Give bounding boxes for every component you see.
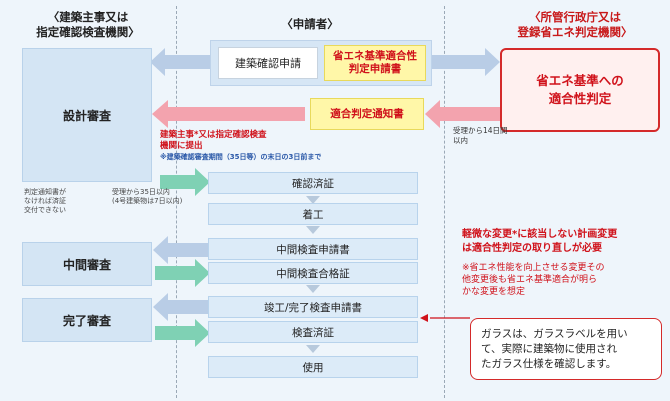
arrow-notice-to-left [152, 100, 305, 128]
divider-left [176, 6, 177, 398]
deadline-note: ※建築確認審査期間（35日等）の末日の3日前まで [160, 153, 322, 161]
arrow-green-interim [155, 259, 210, 287]
judgment-box: 省エネ基準への 適合性判定 [500, 48, 660, 132]
step-interim-application: 中間検査申請書 [208, 238, 418, 260]
arrow-green-final [155, 319, 210, 347]
arrow-interim-to-left [153, 236, 210, 264]
step-use: 使用 [208, 356, 418, 378]
header-right: 〈所管行政庁又は 登録省エネ判定機関〉 [517, 10, 633, 39]
chevron-3 [306, 285, 320, 293]
building-confirmation-box: 建築確認申請 [218, 47, 318, 79]
glass-pointer-head [420, 314, 428, 322]
within-14-days-note: 受理から14日間 以内 [453, 126, 508, 145]
step-completion-application: 竣工/完了検査申請書 [208, 296, 418, 318]
design-review-box: 設計審査 [22, 48, 152, 182]
step-confirmation-certificate: 確認済証 [208, 172, 418, 194]
chevron-2 [306, 226, 320, 234]
header-center: 〈申請者〉 [281, 17, 339, 31]
final-review-box: 完了審査 [22, 298, 152, 342]
arrow-green-confirm [160, 168, 210, 196]
header-left: 〈建築主事又は 指定確認検査機関〉 [36, 10, 140, 39]
notice-required-note: 判定通知書が なければ済証 交付できない [24, 188, 66, 214]
within-35-days-note: 受理から35日以内 (4号建築物は7日以内) [112, 188, 183, 205]
step-construction-start: 着工 [208, 203, 418, 225]
minor-change-detail: ※省エネ性能を向上させる変更その 他変更後も省エネ基準適合が明ら かな変更を想定 [462, 263, 605, 297]
submit-note: 建築主事*又は指定確認検査 機関に提出 [160, 130, 267, 151]
step-interim-pass: 中間検査合格証 [208, 262, 418, 284]
conformity-notice-box: 適合判定通知書 [310, 98, 424, 130]
arrow-final-to-left [153, 293, 210, 321]
interim-review-box: 中間審査 [22, 242, 152, 286]
arrow-confirm-to-left [150, 48, 210, 76]
divider-right [444, 6, 445, 398]
arrow-to-judge [430, 48, 500, 76]
minor-change-note: 軽微な変更*に該当しない計画変更 は適合性判定の取り直しが必要 [462, 229, 618, 254]
step-inspection-certificate: 検査済証 [208, 321, 418, 343]
arrow-judge-to-notice [425, 100, 500, 128]
glass-note-box: ガラスは、ガラスラベルを用い て、実際に建築物に使用され たガラス仕様を確認しま… [470, 318, 662, 380]
chevron-1 [306, 196, 320, 204]
energy-application-box: 省エネ基準適合性 判定申請書 [324, 45, 426, 81]
chevron-4 [306, 345, 320, 353]
